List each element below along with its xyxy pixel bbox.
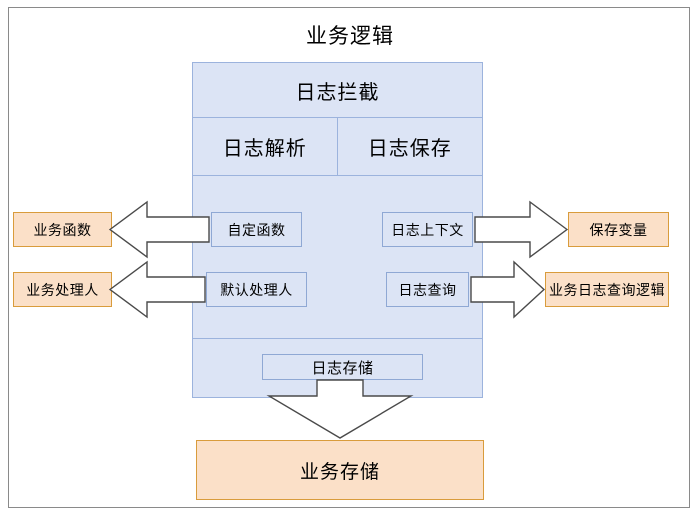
arrow-custom-function-to-business-function <box>108 200 210 259</box>
node-business-handler: 业务处理人 <box>13 272 112 307</box>
arrow-log-context-to-save-variable <box>474 200 569 259</box>
node-business-log-query-logic: 业务日志查询逻辑 <box>545 272 669 307</box>
panel-cell-log-save: 日志保存 <box>338 118 483 175</box>
node-custom-function: 自定函数 <box>211 212 302 247</box>
node-business-storage: 业务存储 <box>196 440 484 500</box>
node-default-handler: 默认处理人 <box>206 272 307 307</box>
arrow-log-query-to-business-log-query-logic <box>470 260 546 319</box>
panel-cell-log-parse-label: 日志解析 <box>222 136 307 160</box>
node-business-function: 业务函数 <box>13 212 112 247</box>
node-log-context: 日志上下文 <box>382 212 473 247</box>
page-title: 业务逻辑 <box>306 24 394 48</box>
arrow-log-storage-to-business-storage <box>266 379 414 439</box>
panel-cell-log-save-label: 日志保存 <box>367 136 452 160</box>
panel-header-label: 日志拦截 <box>295 79 380 104</box>
panel-middle-region <box>193 176 482 339</box>
panel-header-log-interception: 日志拦截 <box>193 63 482 118</box>
arrow-default-handler-to-business-handler <box>108 260 206 319</box>
outer-frame-border <box>8 7 690 508</box>
node-save-variable: 保存变量 <box>568 212 669 247</box>
node-log-storage: 日志存储 <box>262 354 423 380</box>
panel-cell-log-parse: 日志解析 <box>193 118 338 175</box>
node-log-query: 日志查询 <box>386 272 469 307</box>
panel-split-row: 日志解析 日志保存 <box>193 118 482 176</box>
